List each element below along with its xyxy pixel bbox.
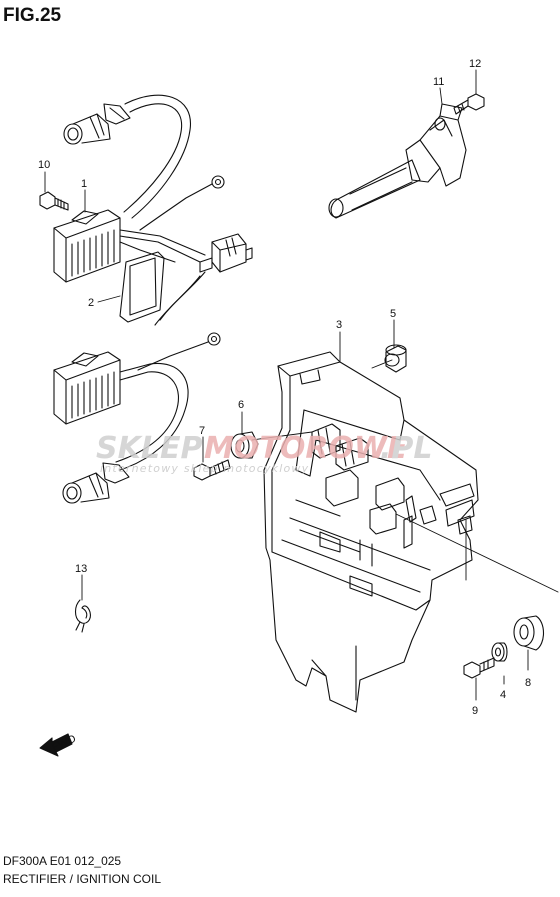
bolt-10: [39, 191, 69, 211]
grommet-5: [384, 344, 407, 373]
grommet-6: [230, 431, 259, 459]
callout-10: 10: [38, 159, 50, 171]
figure-caption: RECTIFIER / IGNITION COIL: [3, 872, 162, 886]
cushion-8: [513, 615, 545, 651]
bracket-3: [263, 351, 479, 713]
lower-rectifier: [53, 332, 221, 504]
callout-5: 5: [390, 308, 396, 320]
watermark-tagline: internetowy sklep motocyklowy: [100, 462, 309, 475]
callout-leaders: [44, 69, 529, 701]
callout-6: 6: [238, 399, 244, 411]
callout-3: 3: [336, 319, 342, 331]
ignition-coil-11: [328, 103, 467, 219]
upper-plug: [63, 103, 131, 145]
watermark-brand-b: MOTOROWE: [204, 431, 408, 466]
upper-rectifier: [53, 94, 225, 283]
bolt-9: [463, 657, 495, 679]
leader-grommet-6: [251, 431, 313, 441]
fwd-label: FWD: [50, 733, 78, 754]
coupler: [154, 233, 253, 326]
callout-1: 1: [81, 178, 87, 190]
washer-4: [491, 642, 508, 662]
leader-grommet-5: [371, 359, 393, 369]
callout-4: 4: [500, 689, 506, 701]
watermark-brand-c: .PL: [380, 431, 433, 466]
gasket-2: [119, 251, 165, 323]
watermark: SKLEP MOTOROWE .PL internetowy sklep mot…: [96, 431, 433, 475]
callout-12: 12: [469, 58, 481, 70]
bolt-12: [453, 93, 485, 115]
leader-bracket: [395, 513, 559, 593]
callout-labels: 1 2 3 4 5 6 7 8 9 10 11 12 13: [38, 58, 531, 717]
watermark-brand-a: SKLEP: [96, 431, 202, 466]
fwd-arrow: FWD: [39, 733, 78, 757]
callout-11: 11: [433, 76, 444, 88]
bolt-7: [193, 459, 231, 481]
clamp-13: [74, 599, 91, 633]
callout-13: 13: [75, 563, 87, 575]
figure-title: FIG.25: [3, 5, 62, 26]
callout-2: 2: [88, 297, 94, 309]
callout-7: 7: [199, 425, 205, 437]
figure-code: DF300A E01 012_025: [3, 854, 122, 868]
callout-8: 8: [525, 677, 531, 689]
callout-9: 9: [472, 705, 478, 717]
